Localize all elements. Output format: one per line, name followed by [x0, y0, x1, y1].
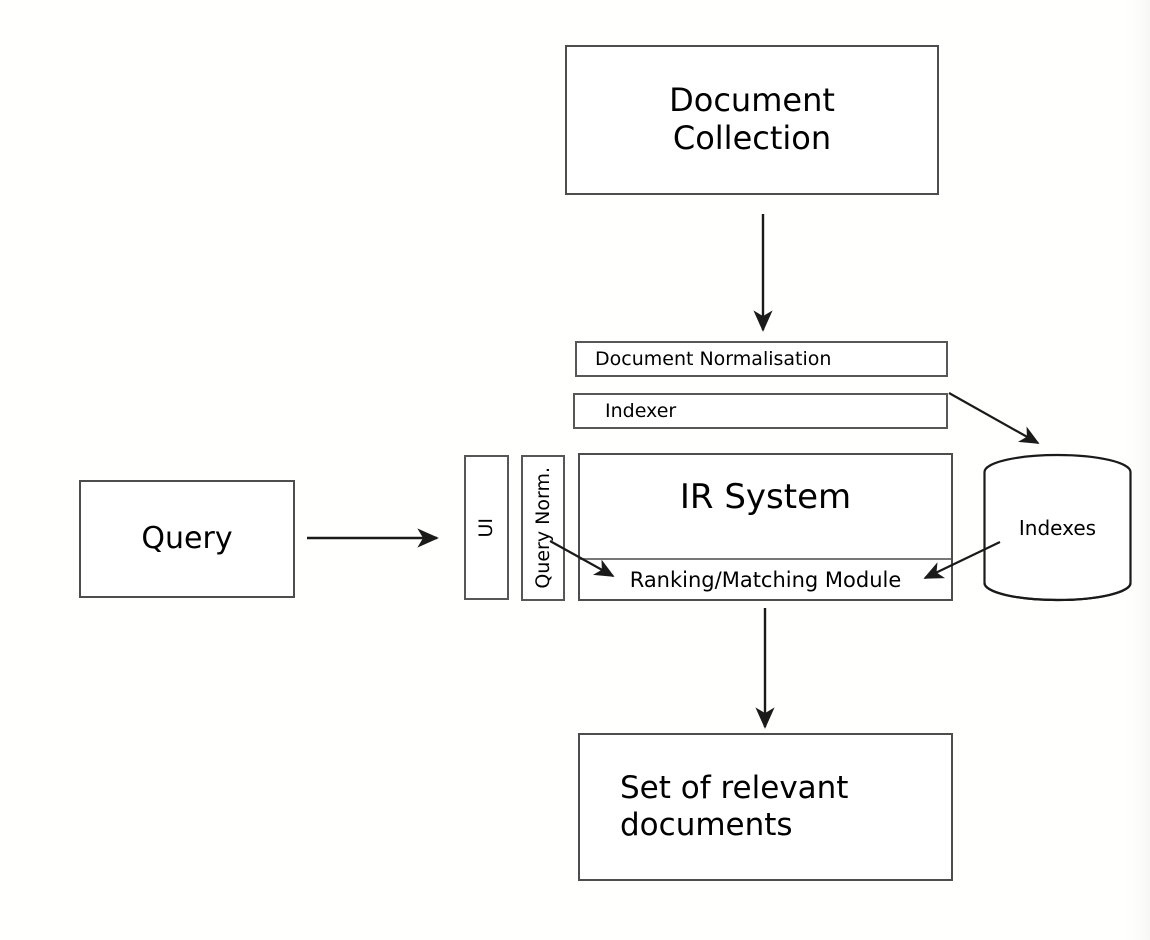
node-relevant-documents[interactable]: Set of relevant documents — [578, 733, 953, 881]
ui-label: UI — [475, 517, 498, 538]
node-ui[interactable]: UI — [464, 455, 509, 600]
document-normalisation-label: Document Normalisation — [595, 347, 832, 370]
node-document-collection[interactable]: Document Collection — [565, 45, 939, 195]
document-collection-label: Document Collection — [669, 81, 835, 158]
node-query-normalisation[interactable]: Query Norm. — [521, 455, 565, 601]
node-ir-system[interactable]: IR System Ranking/Matching Module — [578, 453, 953, 601]
node-query[interactable]: Query — [79, 480, 295, 598]
relevant-documents-line2: documents — [620, 807, 793, 843]
edge-indexer-to-indexes — [948, 392, 1040, 444]
query-label: Query — [141, 521, 233, 557]
document-collection-line2: Collection — [672, 119, 832, 157]
relevant-documents-line1: Set of relevant — [620, 770, 849, 807]
node-document-normalisation[interactable]: Document Normalisation — [575, 341, 948, 377]
document-collection-line1: Document — [669, 81, 835, 120]
ranking-matching-module-label: Ranking/Matching Module — [629, 568, 902, 593]
node-ranking-matching-module[interactable]: Ranking/Matching Module — [580, 562, 951, 599]
ir-system-divider — [580, 558, 951, 560]
node-indexes-cylinder[interactable] — [980, 450, 1135, 605]
relevant-documents-label: Set of relevant documents — [620, 770, 848, 843]
indexer-label: Indexer — [605, 399, 677, 422]
query-normalisation-label: Query Norm. — [531, 467, 554, 589]
node-indexer[interactable]: Indexer — [573, 393, 948, 429]
ir-system-label: IR System — [679, 477, 852, 517]
